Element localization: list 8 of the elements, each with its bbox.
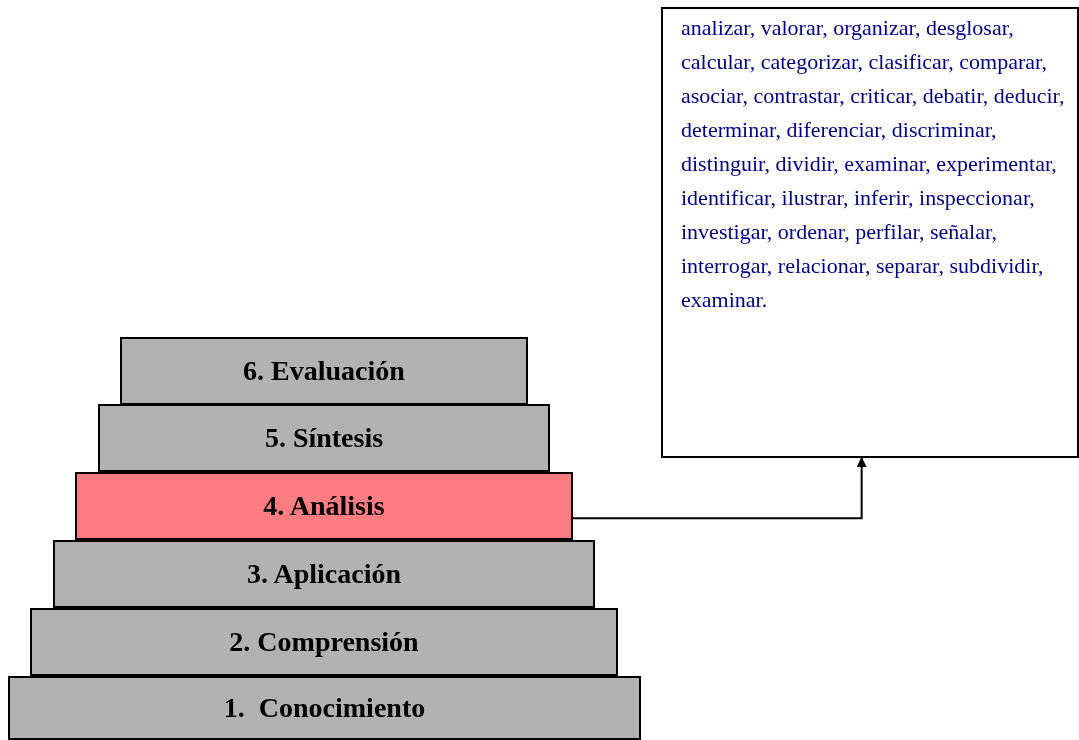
- connector-arrow: [572, 457, 867, 520]
- highlighted-pyramid-level: 4. Análisis: [75, 472, 573, 540]
- pyramid-level: 5. Síntesis: [98, 404, 550, 472]
- pyramid-level: 1. Conocimiento: [8, 676, 641, 740]
- verb-list-box: analizar, valorar, organizar, desglosar, calcular, categorizar, clasificar, comparar, asociar, contrastar, criticar, debatir, deducir, determinar, diferenciar, discriminar, distinguir, dividir, examinar, experimentar, identificar, ilustrar, inferir, inspeccionar, investigar, ordenar, perfilar, señalar, interrogar, relacionar, separar, subdividir, examinar.: [661, 7, 1079, 458]
- pyramid-level: 6. Evaluación: [120, 337, 528, 405]
- pyramid-level: 2. Comprensión: [30, 608, 618, 676]
- pyramid-level: 3. Aplicación: [53, 540, 595, 608]
